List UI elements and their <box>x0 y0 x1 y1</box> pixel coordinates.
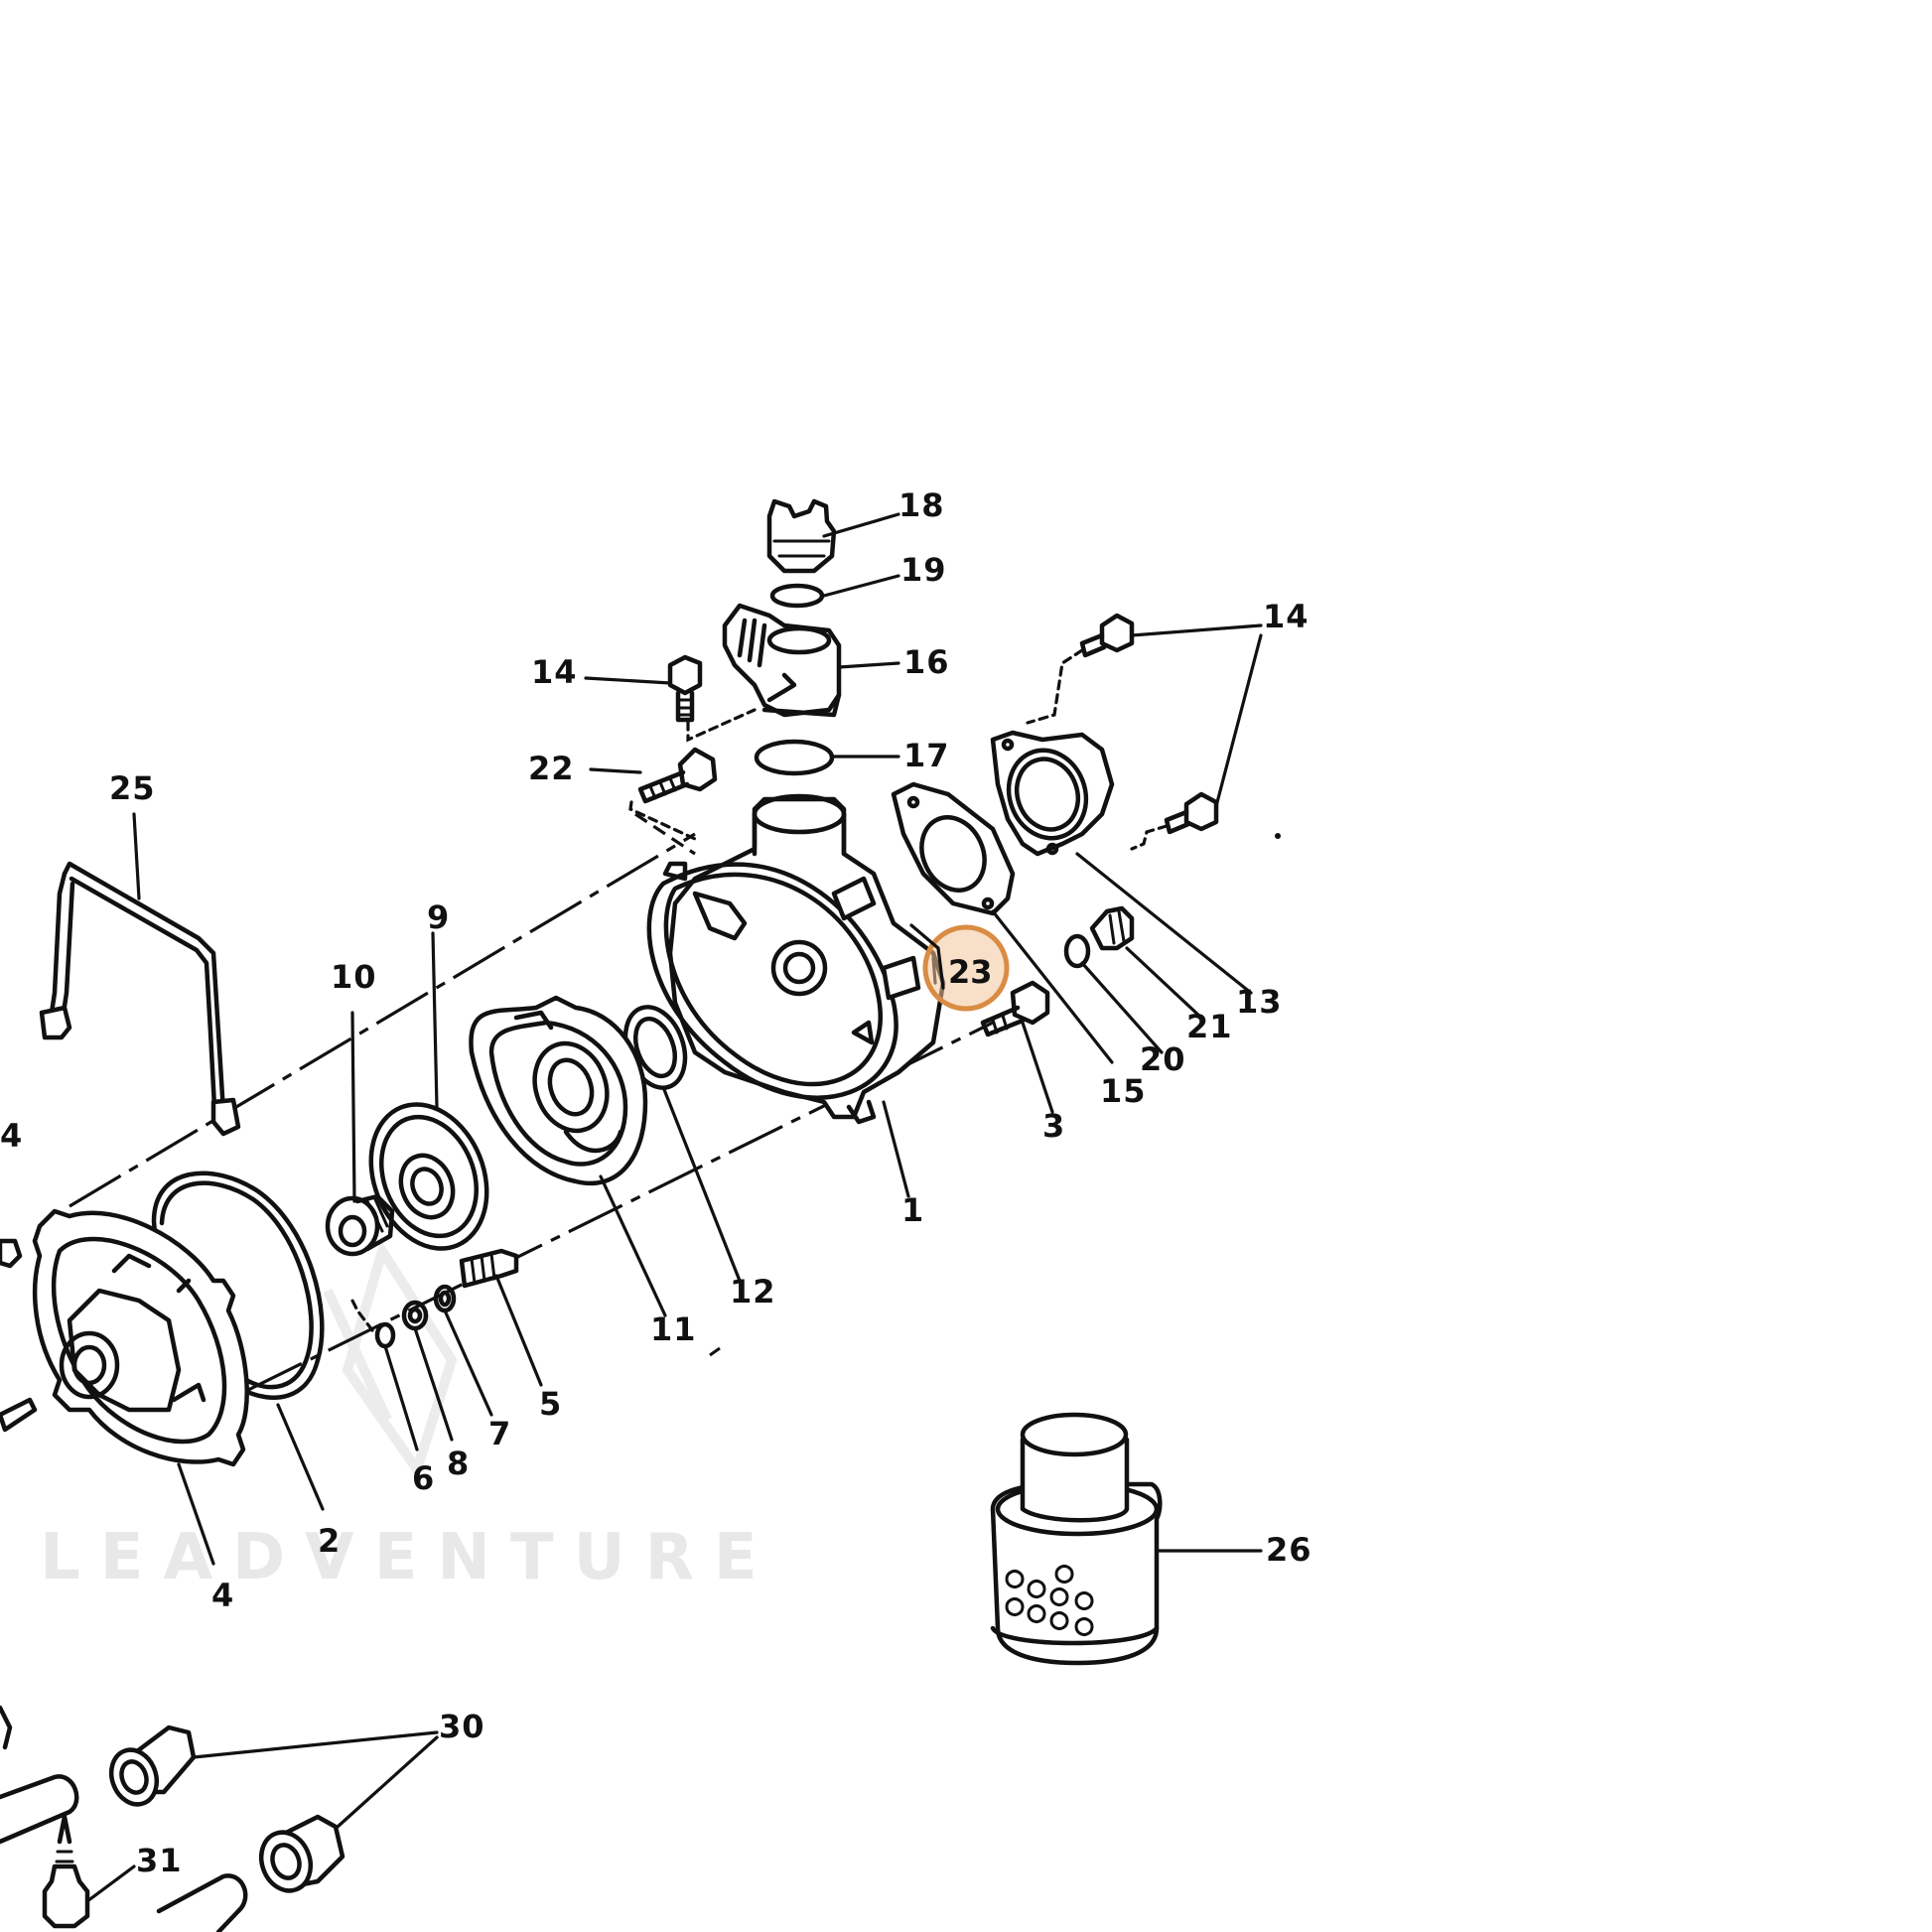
watermark-text: LEADVENTURE <box>40 1521 777 1594</box>
callout-6: 6 <box>412 1459 435 1497</box>
callout-4-top: 4 <box>0 1117 23 1155</box>
part-14-bolt-left <box>667 654 703 723</box>
dotted-guide-14-right <box>1026 648 1169 851</box>
dotted-guide-14-22 <box>628 708 757 841</box>
callout-10: 10 <box>331 958 377 996</box>
part-3-bolt <box>980 980 1050 1037</box>
callout-9: 9 <box>427 898 450 936</box>
part-30-sleeve-top <box>108 1725 197 1807</box>
callout-19: 19 <box>900 551 947 589</box>
part-14-bolt-right-bottom <box>1164 791 1219 835</box>
callout-14-left: 14 <box>531 653 578 691</box>
callout-26: 26 <box>1266 1531 1312 1569</box>
callout-17: 17 <box>903 737 950 774</box>
callout-20: 20 <box>1140 1040 1186 1078</box>
callout-31: 31 <box>136 1842 183 1879</box>
part-16-elbow <box>722 603 842 718</box>
speck <box>709 1346 721 1357</box>
callout-8: 8 <box>447 1445 470 1482</box>
part-11-volute <box>469 995 648 1185</box>
part-15-gasket <box>891 781 1016 916</box>
callout-13: 13 <box>1236 983 1283 1021</box>
part-1-housing <box>646 793 946 1125</box>
leader-lines <box>85 512 1263 1903</box>
speck <box>1275 833 1281 839</box>
callout-labels: 18 19 16 17 14 22 14 25 10 9 13 21 20 15… <box>0 486 1312 1879</box>
callout-23-highlight[interactable]: 23 <box>909 923 1010 1012</box>
part-bolt-left-edge <box>0 1238 38 1433</box>
part-5-bolt <box>459 1248 519 1289</box>
dotted-guide-6 <box>350 1299 374 1332</box>
part-20-washer <box>1063 933 1091 969</box>
watermark-logo <box>323 1239 458 1481</box>
callout-4: 4 <box>211 1577 234 1614</box>
highlight-circle <box>922 924 1010 1012</box>
part-26-strainer <box>990 1412 1163 1666</box>
callout-22: 22 <box>528 750 575 787</box>
callout-23-label: 23 <box>948 953 993 991</box>
part-18-cap <box>766 498 837 574</box>
callout-30: 30 <box>439 1708 485 1745</box>
callout-1: 1 <box>901 1191 924 1229</box>
part-13-cover <box>990 730 1115 857</box>
part-pipes-lower-left <box>0 1705 248 1932</box>
part-21-plug <box>1089 905 1135 951</box>
callout-3: 3 <box>1042 1107 1065 1145</box>
callout-5: 5 <box>539 1385 562 1423</box>
callout-18: 18 <box>898 486 945 524</box>
callout-25: 25 <box>109 769 156 807</box>
part-6-washer <box>374 1321 396 1349</box>
callout-14-right: 14 <box>1263 598 1310 635</box>
part-30-sleeve-bottom <box>258 1814 345 1893</box>
part-14-bolt-right-top <box>1079 613 1135 658</box>
part-25-rod <box>39 861 241 1137</box>
part-17-oring <box>754 739 835 776</box>
callout-7: 7 <box>488 1415 511 1452</box>
part-7-washer <box>433 1284 457 1313</box>
callout-15: 15 <box>1100 1072 1147 1110</box>
part-4-cover <box>32 1208 249 1467</box>
callout-2: 2 <box>318 1522 341 1560</box>
part-19-oring <box>769 583 825 609</box>
callout-21: 21 <box>1186 1008 1233 1045</box>
part-10-plug <box>325 1193 395 1257</box>
callout-11: 11 <box>650 1311 697 1348</box>
part-31-fitting <box>42 1814 90 1929</box>
part-22-bolt <box>637 747 718 804</box>
callout-16: 16 <box>903 643 950 681</box>
callout-12: 12 <box>730 1273 776 1311</box>
